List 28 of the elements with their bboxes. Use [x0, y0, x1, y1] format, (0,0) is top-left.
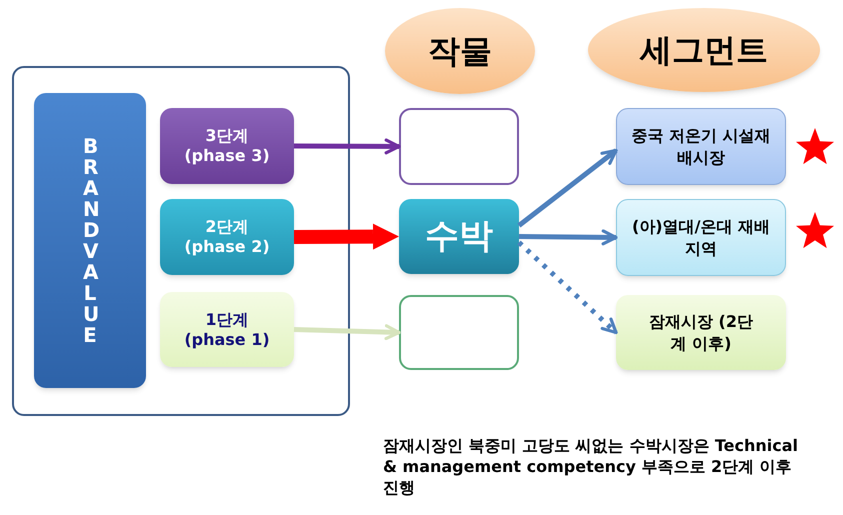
node-label: 3단계 (phase 3) [183, 126, 271, 166]
node-label: 2단계 (phase 2) [183, 217, 271, 257]
segment-box [616, 108, 786, 185]
node-label: 중국 저온기 시설재배시장 [631, 124, 771, 168]
segment-box [616, 295, 786, 370]
arrow [518, 229, 618, 246]
segment-box [616, 199, 786, 276]
arrow [294, 324, 401, 340]
node-label: 작물 [428, 31, 492, 72]
node-label: BRAND VALUE [83, 136, 97, 346]
node-label: 세그먼트 [640, 30, 768, 71]
group-frame [12, 66, 350, 416]
node-label: 잠재시장 (2단계 이후) [648, 310, 754, 354]
node-label: (아)열대/온대 재배지역 [631, 216, 771, 260]
note-text: 잠재시장인 북중미 고당도 씨없는 수박시장은 Technical & management competency 부족으로 2단계 이후 진행 [383, 436, 800, 498]
crop-box [399, 199, 519, 274]
arrow [517, 240, 618, 334]
empty-box [399, 295, 519, 370]
empty-box [399, 108, 519, 185]
phase-box [160, 108, 294, 184]
phase-box [160, 292, 294, 367]
arrow [294, 224, 399, 250]
arrow [294, 138, 401, 154]
node-label: 1단계 (phase 1) [183, 310, 271, 350]
node-label: 수박 [425, 215, 493, 258]
brand-value-bar [34, 93, 146, 388]
arrow [517, 148, 618, 228]
phase-box [160, 199, 294, 275]
